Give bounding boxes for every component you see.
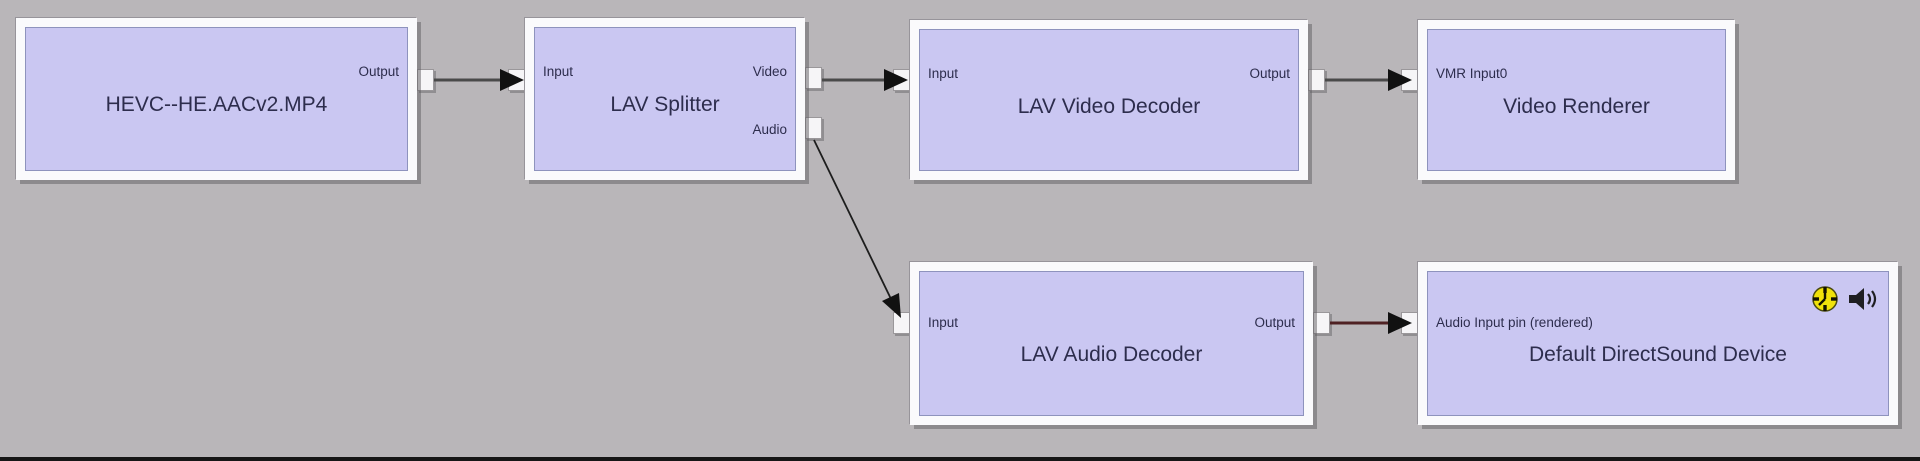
filter-title: LAV Splitter xyxy=(610,93,720,116)
pin-label-audio-input-pin: Audio Input pin (rendered) xyxy=(1436,315,1593,330)
pin-tab-video-renderer-input[interactable] xyxy=(1401,69,1418,91)
bottom-dark-strip xyxy=(0,457,1920,461)
connection-audio-to-decoder[interactable] xyxy=(813,139,892,300)
filter-default-directsound-device[interactable]: Audio Input pin (rendered) Default Direc… xyxy=(1418,262,1898,425)
pin-label-input: Input xyxy=(928,315,959,330)
speaker-icon xyxy=(1849,288,1877,310)
pin-label-input: Input xyxy=(928,66,959,81)
filter-title: Video Renderer xyxy=(1503,95,1650,118)
pin-tab-audio-decoder-output[interactable] xyxy=(1313,312,1330,334)
filter-title: Default DirectSound Device xyxy=(1529,343,1787,366)
filter-title: LAV Video Decoder xyxy=(1017,95,1201,118)
filter-lav-video-decoder[interactable]: Input Output LAV Video Decoder xyxy=(910,20,1308,180)
pin-tab-splitter-input[interactable] xyxy=(508,69,525,91)
filter-title: LAV Audio Decoder xyxy=(1020,343,1203,366)
pin-label-output: Output xyxy=(358,64,399,79)
filter-lav-splitter[interactable]: Input Video Audio LAV Splitter xyxy=(525,18,805,180)
pin-label-output: Output xyxy=(1254,315,1295,330)
pin-tab-splitter-video[interactable] xyxy=(805,67,822,89)
pin-label-video: Video xyxy=(752,64,787,79)
pin-tab-splitter-audio[interactable] xyxy=(805,117,822,139)
filter-source-file[interactable]: Output HEVC--HE.AACv2.MP4 xyxy=(16,18,417,180)
pin-label-vmr-input0: VMR Input0 xyxy=(1436,66,1508,81)
pin-tab-video-decoder-input[interactable] xyxy=(893,69,910,91)
pin-tab-audio-renderer-input[interactable] xyxy=(1401,312,1418,334)
pin-label-audio: Audio xyxy=(752,122,787,137)
pin-tab-video-decoder-output[interactable] xyxy=(1308,69,1325,91)
pin-label-input: Input xyxy=(543,64,574,79)
pin-tab-source-output[interactable] xyxy=(417,69,434,91)
pin-tab-audio-decoder-input[interactable] xyxy=(893,312,910,334)
filter-title: HEVC--HE.AACv2.MP4 xyxy=(105,93,328,116)
pin-label-output: Output xyxy=(1249,66,1290,81)
clock-icon xyxy=(1812,286,1838,312)
filter-lav-audio-decoder[interactable]: Input Output LAV Audio Decoder xyxy=(910,262,1313,425)
filter-video-renderer[interactable]: VMR Input0 Video Renderer xyxy=(1418,20,1735,180)
